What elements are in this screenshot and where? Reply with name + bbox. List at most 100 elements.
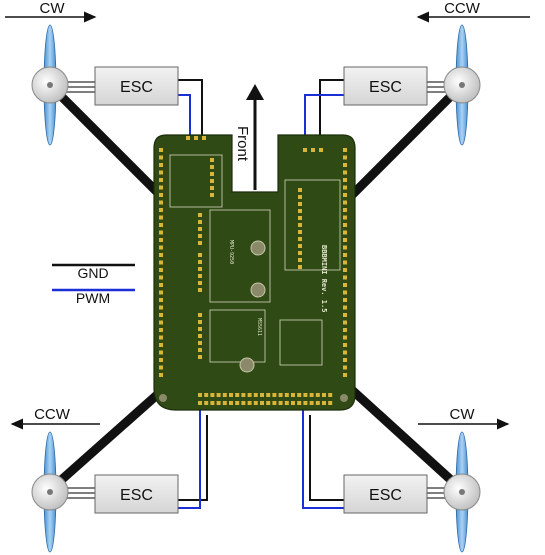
esc-label: ESC xyxy=(120,487,153,504)
header-pin xyxy=(343,328,347,332)
header-pin xyxy=(159,365,163,370)
header-pin xyxy=(194,136,198,140)
header-pin xyxy=(343,223,347,227)
header-pin xyxy=(198,334,202,338)
header-pin xyxy=(198,234,202,238)
header-pin xyxy=(198,288,202,292)
esc-pwm-wires xyxy=(178,94,344,509)
header-pin xyxy=(159,313,163,317)
header-pin xyxy=(222,393,227,397)
pcb-modules xyxy=(169,154,341,366)
header-pin xyxy=(343,185,347,190)
header-pin xyxy=(198,393,202,397)
header-pin xyxy=(298,230,302,234)
header-pin xyxy=(272,401,277,405)
header-pin xyxy=(229,401,233,405)
header-pin xyxy=(343,305,347,310)
header-pin xyxy=(198,355,202,359)
header-pin xyxy=(298,202,302,206)
header-pin xyxy=(198,327,202,331)
propeller-top-right xyxy=(443,24,481,146)
header-pin xyxy=(343,200,347,205)
header-pin xyxy=(159,320,163,325)
header-pin xyxy=(159,358,163,362)
header-pin xyxy=(298,216,302,220)
rotation-label-cw: CW xyxy=(40,0,66,17)
header-pin xyxy=(266,393,271,397)
header-pin xyxy=(159,208,163,212)
header-pin xyxy=(309,401,314,405)
esc-label: ESC xyxy=(120,79,153,96)
rotation-label-cw: CW xyxy=(450,406,476,423)
esc-top-left: ESC xyxy=(94,66,179,106)
header-pin xyxy=(159,298,163,302)
board-module-baro: MS5611 xyxy=(256,318,262,336)
header-pin xyxy=(198,260,202,264)
board-title: BBBMINI Rev. 1.5 xyxy=(320,245,328,312)
rotation-indicator-bottom-right: CW xyxy=(418,406,510,430)
esc-bottom-left: ESC xyxy=(94,474,179,514)
front-indicator: Front xyxy=(234,84,264,190)
header-pin xyxy=(291,401,295,405)
header-pin xyxy=(343,268,347,272)
header-pin xyxy=(284,393,289,397)
header-pin xyxy=(198,320,202,324)
header-pin xyxy=(235,401,240,405)
header-pin xyxy=(198,241,202,245)
header-pin xyxy=(315,393,320,397)
header-pin xyxy=(298,258,302,262)
header-pin xyxy=(343,283,347,287)
header-pin xyxy=(198,227,202,231)
header-pin xyxy=(202,136,206,140)
rotation-indicator-top-right: CCW xyxy=(416,0,530,23)
header-pin xyxy=(159,238,163,242)
header-pin xyxy=(159,350,163,355)
header-pin xyxy=(343,148,347,152)
header-pin xyxy=(210,393,215,397)
propeller-top-left xyxy=(31,24,69,146)
header-pin xyxy=(343,313,347,317)
header-pin xyxy=(159,245,163,250)
header-pin xyxy=(198,341,202,345)
header-pin xyxy=(222,401,227,405)
header-pin xyxy=(159,328,163,332)
header-pin xyxy=(210,172,214,176)
header-pin xyxy=(303,148,307,152)
front-arrow-icon xyxy=(246,84,264,100)
bbbmini-board: BBBMINI Rev. 1.5 MPU-9250 MS5611 xyxy=(153,134,356,411)
header-pin xyxy=(343,155,347,160)
header-pin xyxy=(272,393,277,397)
esc-label: ESC xyxy=(369,487,402,504)
header-pin xyxy=(159,343,163,347)
header-pin xyxy=(159,260,163,265)
esc-gnd-wires xyxy=(178,79,344,501)
header-pin xyxy=(229,393,233,397)
header-pin xyxy=(309,393,314,397)
header-pin xyxy=(298,251,302,255)
header-pin xyxy=(298,195,302,199)
header-pin xyxy=(159,155,163,160)
header-pin xyxy=(216,393,221,397)
header-pin xyxy=(298,223,302,227)
header-pin xyxy=(159,193,163,197)
header-pin xyxy=(343,320,347,325)
esc-bottom-right: ESC xyxy=(343,474,428,514)
pcb-pin-rows xyxy=(159,136,347,405)
header-pin xyxy=(159,215,163,220)
header-pin xyxy=(198,274,202,278)
header-pin xyxy=(253,401,258,405)
header-pin xyxy=(198,281,202,285)
header-pin xyxy=(210,401,215,405)
header-pin xyxy=(159,223,163,227)
header-pin xyxy=(298,209,302,213)
header-pin xyxy=(343,365,347,370)
header-pin xyxy=(298,244,302,248)
header-pin xyxy=(159,148,163,152)
header-pin xyxy=(343,215,347,220)
header-pin xyxy=(311,148,315,152)
header-pin xyxy=(343,163,347,167)
header-pin xyxy=(159,335,163,340)
header-pin xyxy=(319,148,323,152)
header-pin xyxy=(210,193,214,197)
